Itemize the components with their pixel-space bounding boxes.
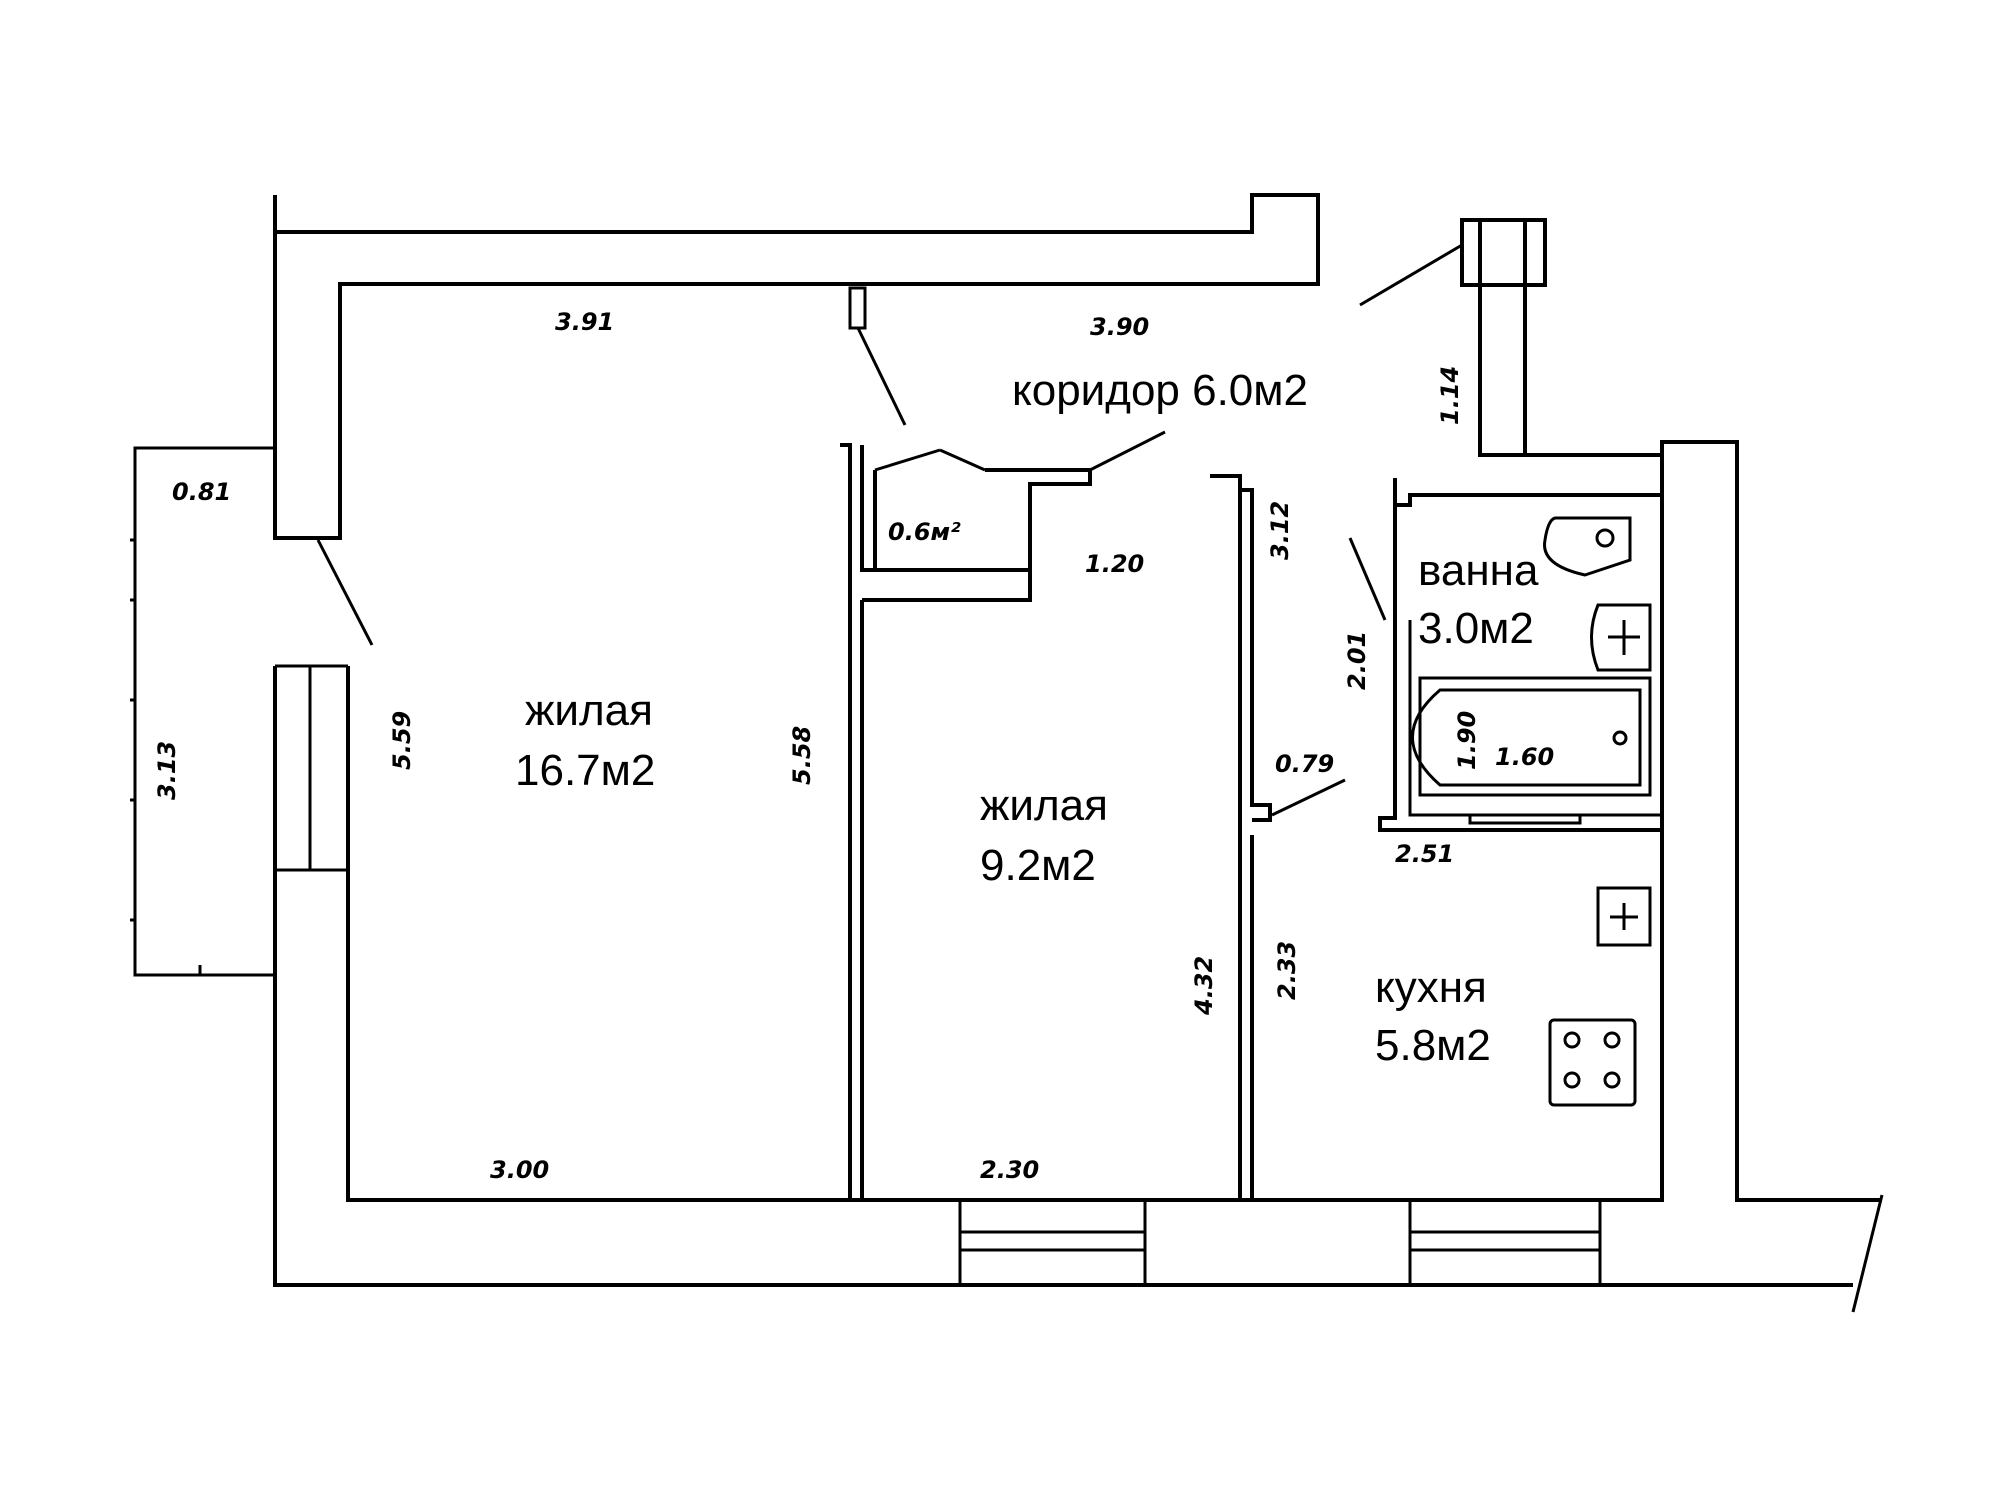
dimension-labels: 3.91 3.90 0.81 3.13 5.59 5.58 3.00 2.30 … [153,308,1554,1184]
dim-corridor-depth: 3.12 [1266,501,1294,560]
kitchen-sink-icon [1596,886,1652,947]
dim-large-room-depth: 5.59 [388,711,416,770]
leader-lines [316,430,1387,817]
dim-top-right: 3.90 [1090,313,1149,341]
dim-bath-bottom: 2.51 [1395,840,1454,868]
room-kitchen-name: кухня [1375,963,1487,1012]
room-living-small-area: 9.2м2 [980,841,1096,890]
stove-icon [1548,1018,1637,1107]
room-kitchen-area: 5.8м2 [1375,1021,1491,1070]
closet-area: 0.6м² [888,518,961,546]
dim-tub-width: 1.90 [1453,711,1481,770]
dim-doorway: 0.79 [1275,750,1334,778]
room-bath-area: 3.0м2 [1418,604,1534,653]
room-living-large-name: жилая [525,686,653,735]
room-bath-name: ванна [1418,546,1539,595]
sink-icon [1590,603,1652,672]
room-labels: жилая 16.7м2 жилая 9.2м2 коридор 6.0м2 в… [515,366,1539,1070]
dim-bath-top: 1.14 [1436,366,1464,425]
bottom-windows [958,1200,1602,1285]
room-living-large-area: 16.7м2 [515,746,655,795]
dim-bath-side: 2.01 [1343,631,1371,690]
room-corridor-label: коридор 6.0м2 [1012,366,1308,415]
dim-corridor-width: 1.20 [1085,550,1144,578]
dim-partition-depth: 5.58 [788,726,816,785]
balcony [130,446,275,977]
fixtures [1411,516,1652,1107]
dim-small-room-side: 4.32 [1190,956,1218,1016]
dim-bottom-left: 3.00 [490,1156,549,1184]
dim-top-left: 3.91 [555,308,614,336]
dim-tub-length: 1.60 [1495,743,1554,771]
partitions [840,218,1662,1200]
dim-kitchen-side: 2.33 [1273,941,1301,1000]
dim-bottom-mid: 2.30 [980,1156,1039,1184]
dim-balcony-width: 0.81 [172,478,231,506]
bathtub-icon [1411,676,1652,797]
dim-balcony-length: 3.13 [153,741,181,800]
toilet-icon [1543,516,1632,577]
room-living-small-name: жилая [980,781,1108,830]
outer-walls [273,193,1884,1313]
